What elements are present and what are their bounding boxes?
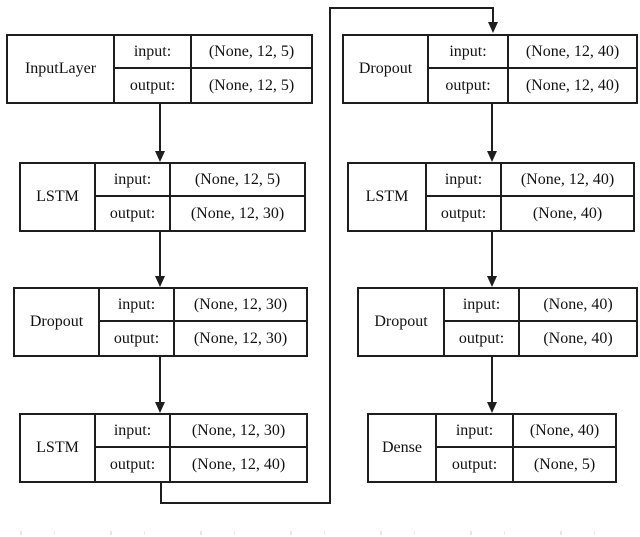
input-row: input: (None, 12, 40) bbox=[427, 164, 633, 197]
io-table: input: (None, 12, 40) output: (None, 40) bbox=[427, 164, 633, 230]
input-row: input: (None, 40) bbox=[437, 415, 615, 448]
io-table: input: (None, 12, 40) output: (None, 12,… bbox=[429, 36, 636, 102]
output-shape: (None, 12, 30) bbox=[193, 329, 288, 347]
output-row: output: (None, 12, 30) bbox=[96, 197, 304, 230]
output-row: output: (None, 5) bbox=[437, 448, 615, 481]
input-shape: (None, 12, 40) bbox=[520, 170, 615, 188]
layer-block-lstm-1: LSTM input: (None, 12, 5) output: (None,… bbox=[19, 162, 306, 232]
input-shape: (None, 12, 5) bbox=[194, 170, 281, 188]
input-shape: (None, 12, 30) bbox=[193, 295, 288, 313]
layer-name: Dropout bbox=[359, 289, 445, 355]
input-row: input: (None, 12, 5) bbox=[115, 36, 311, 69]
io-table: input: (None, 40) output: (None, 5) bbox=[437, 415, 615, 481]
layer-name: Dropout bbox=[344, 36, 429, 102]
input-shape: (None, 40) bbox=[529, 421, 600, 439]
output-label: output: bbox=[115, 69, 192, 102]
arrowhead-icon bbox=[155, 276, 165, 287]
layer-name: Dropout bbox=[15, 289, 100, 355]
output-label: output: bbox=[100, 322, 175, 355]
output-shape: (None, 12, 5) bbox=[208, 76, 295, 94]
layer-name: LSTM bbox=[21, 164, 96, 230]
layer-block-inputlayer: InputLayer input: (None, 12, 5) output: … bbox=[6, 34, 313, 104]
output-row: output: (None, 12, 40) bbox=[96, 448, 306, 481]
input-label: input: bbox=[100, 289, 175, 320]
layer-block-dense: Dense input: (None, 40) output: (None, 5… bbox=[367, 413, 617, 483]
arrowhead-icon bbox=[155, 151, 165, 162]
arrowhead-icon bbox=[488, 22, 498, 33]
input-label: input: bbox=[445, 289, 520, 320]
output-shape: (None, 40) bbox=[543, 329, 613, 347]
output-shape: (None, 40) bbox=[532, 204, 603, 222]
layer-name: InputLayer bbox=[8, 36, 115, 102]
io-table: input: (None, 40) output: (None, 40) bbox=[445, 289, 636, 355]
layer-block-dropout-1: Dropout input: (None, 12, 30) output: (N… bbox=[13, 287, 308, 357]
output-shape: (None, 12, 40) bbox=[191, 455, 286, 473]
arrowhead-icon bbox=[155, 402, 165, 413]
input-row: input: (None, 40) bbox=[445, 289, 636, 322]
layer-name: LSTM bbox=[349, 164, 427, 230]
input-row: input: (None, 12, 40) bbox=[429, 36, 636, 69]
io-table: input: (None, 12, 30) output: (None, 12,… bbox=[100, 289, 306, 355]
input-label: input: bbox=[427, 164, 502, 195]
input-shape: (None, 12, 30) bbox=[191, 421, 286, 439]
arrowhead-icon bbox=[487, 276, 497, 287]
output-label: output: bbox=[437, 448, 514, 481]
input-shape: (None, 40) bbox=[543, 295, 613, 313]
output-shape: (None, 5) bbox=[533, 455, 596, 473]
input-shape: (None, 12, 40) bbox=[525, 42, 620, 60]
input-label: input: bbox=[115, 36, 192, 67]
input-label: input: bbox=[96, 164, 171, 195]
arrowhead-icon bbox=[487, 402, 497, 413]
output-label: output: bbox=[96, 197, 171, 230]
io-table: input: (None, 12, 5) output: (None, 12, … bbox=[96, 164, 304, 230]
layer-block-lstm-3: LSTM input: (None, 12, 40) output: (None… bbox=[347, 162, 635, 232]
output-label: output: bbox=[427, 197, 502, 230]
output-shape: (None, 12, 30) bbox=[190, 204, 285, 222]
input-label: input: bbox=[437, 415, 514, 446]
input-row: input: (None, 12, 30) bbox=[96, 415, 306, 448]
layer-block-lstm-2: LSTM input: (None, 12, 30) output: (None… bbox=[19, 413, 308, 483]
output-row: output: (None, 40) bbox=[445, 322, 636, 355]
layer-block-dropout-2: Dropout input: (None, 12, 40) output: (N… bbox=[342, 34, 638, 104]
arrowhead-icon bbox=[487, 151, 497, 162]
io-table: input: (None, 12, 30) output: (None, 12,… bbox=[96, 415, 306, 481]
output-shape: (None, 12, 40) bbox=[525, 76, 620, 94]
layer-name: Dense bbox=[369, 415, 437, 481]
input-shape: (None, 12, 5) bbox=[208, 42, 295, 60]
input-label: input: bbox=[429, 36, 509, 67]
output-label: output: bbox=[445, 322, 520, 355]
io-table: input: (None, 12, 5) output: (None, 12, … bbox=[115, 36, 311, 102]
output-label: output: bbox=[429, 69, 509, 102]
output-row: output: (None, 12, 40) bbox=[429, 69, 636, 102]
input-row: input: (None, 12, 30) bbox=[100, 289, 306, 322]
cropped-caption-remnant bbox=[20, 531, 620, 535]
output-row: output: (None, 40) bbox=[427, 197, 633, 230]
output-label: output: bbox=[96, 448, 171, 481]
output-row: output: (None, 12, 30) bbox=[100, 322, 306, 355]
layer-block-dropout-3: Dropout input: (None, 40) output: (None,… bbox=[357, 287, 638, 357]
output-row: output: (None, 12, 5) bbox=[115, 69, 311, 102]
input-label: input: bbox=[96, 415, 171, 446]
layer-name: LSTM bbox=[21, 415, 96, 481]
input-row: input: (None, 12, 5) bbox=[96, 164, 304, 197]
